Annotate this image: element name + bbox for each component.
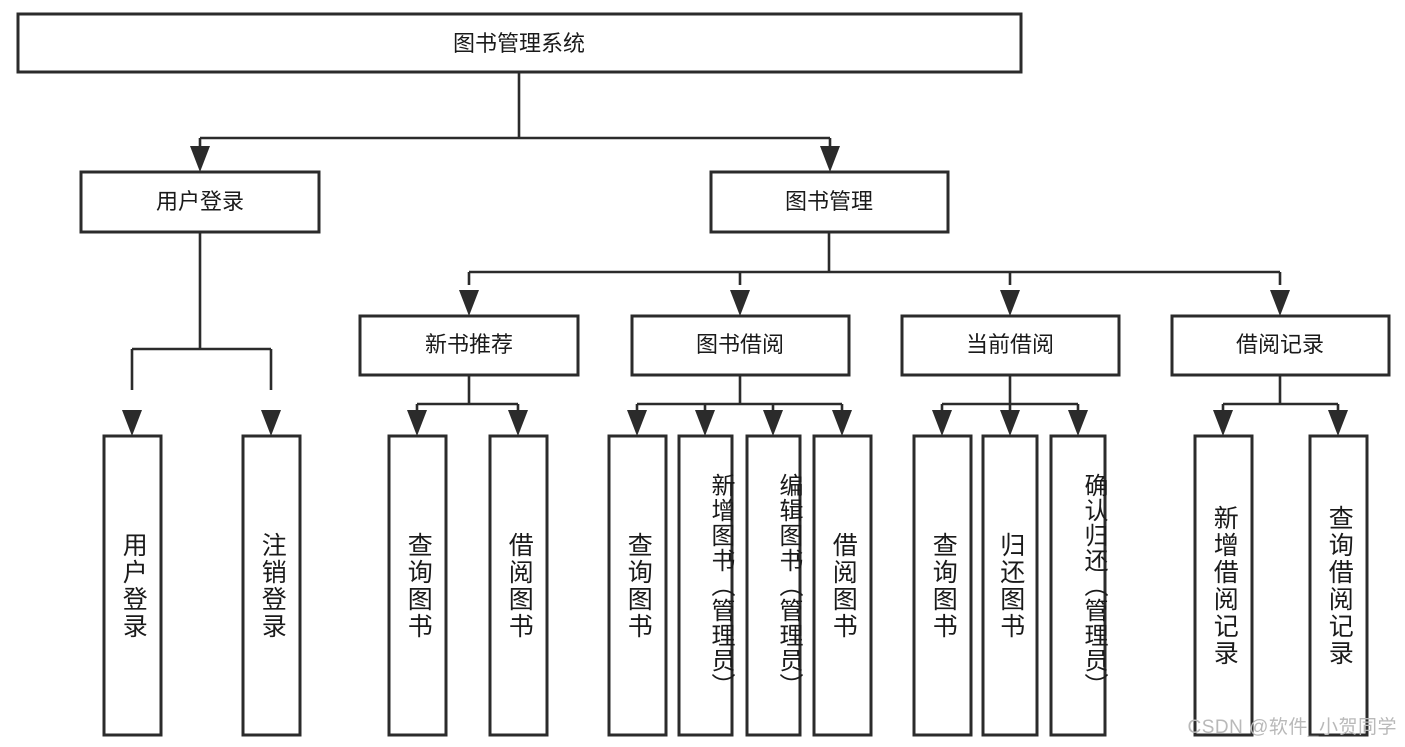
node-leaf-query-book-3[interactable]	[912, 434, 973, 737]
arrow-to-book-borrow	[730, 290, 750, 316]
node-leaf-confirm-return[interactable]	[1049, 434, 1107, 737]
node-book-management-label: 图书管理	[785, 189, 873, 214]
arrow-to-book-management	[820, 146, 840, 172]
arrow-to-user-login	[190, 146, 210, 172]
node-new-book-recommend-label: 新书推荐	[425, 332, 513, 357]
arrow-to-leaf-borrow-book-2	[832, 410, 852, 436]
node-book-borrow[interactable]	[630, 314, 851, 377]
arrow-to-leaf-edit-book	[763, 410, 783, 436]
node-leaf-add-book[interactable]	[677, 434, 734, 737]
arrow-to-leaf-query-record	[1328, 410, 1348, 436]
arrow-to-leaf-confirm-return	[1068, 410, 1088, 436]
connector-group-book-management	[467, 232, 1282, 285]
connector-group-user-login	[130, 232, 273, 390]
connector-group-new-book-recommend	[415, 375, 520, 412]
connector-group-root	[198, 72, 832, 150]
csdn-watermark: CSDN @软件_小贺同学	[1187, 717, 1397, 738]
node-leaf-logout-login[interactable]	[241, 434, 302, 737]
arrow-to-leaf-query-book-2	[627, 410, 647, 436]
node-leaf-user-login[interactable]	[102, 434, 163, 737]
connector-group-current-borrow	[940, 375, 1080, 412]
arrow-to-leaf-add-book	[695, 410, 715, 436]
node-leaf-query-record[interactable]	[1308, 434, 1369, 737]
node-new-book-recommend[interactable]	[358, 314, 580, 377]
node-leaf-borrow-book-1[interactable]	[488, 434, 549, 737]
node-borrow-record[interactable]	[1170, 314, 1391, 377]
arrow-to-leaf-return-book	[1000, 410, 1020, 436]
node-user-login[interactable]	[79, 170, 321, 234]
node-leaf-query-book-1[interactable]	[387, 434, 448, 737]
node-leaf-add-record[interactable]	[1193, 434, 1254, 737]
node-current-borrow[interactable]	[900, 314, 1121, 377]
node-borrow-record-label: 借阅记录	[1236, 332, 1324, 357]
arrow-to-current-borrow	[1000, 290, 1020, 316]
arrow-to-leaf-query-book-3	[932, 410, 952, 436]
node-root[interactable]	[16, 12, 1023, 74]
arrow-to-leaf-query-book-1	[407, 410, 427, 436]
node-leaf-edit-book[interactable]	[745, 434, 802, 737]
node-root-label: 图书管理系统	[453, 31, 585, 56]
arrow-to-leaf-borrow-book-1	[508, 410, 528, 436]
node-leaf-query-book-2[interactable]	[607, 434, 668, 737]
arrow-to-new-book-recommend	[459, 290, 479, 316]
arrow-to-leaf-add-record	[1213, 410, 1233, 436]
node-book-management[interactable]	[709, 170, 950, 234]
arrow-to-leaf-user-login	[122, 410, 142, 436]
node-user-login-label: 用户登录	[156, 189, 244, 214]
node-book-borrow-label: 图书借阅	[696, 332, 784, 357]
arrow-to-leaf-logout-login	[261, 410, 281, 436]
connector-group-borrow-record	[1221, 375, 1340, 412]
node-leaf-borrow-book-2[interactable]	[812, 434, 873, 737]
node-current-borrow-label: 当前借阅	[966, 332, 1054, 357]
connector-group-book-borrow	[635, 375, 844, 412]
arrow-to-borrow-record	[1270, 290, 1290, 316]
node-leaf-return-book[interactable]	[981, 434, 1039, 737]
